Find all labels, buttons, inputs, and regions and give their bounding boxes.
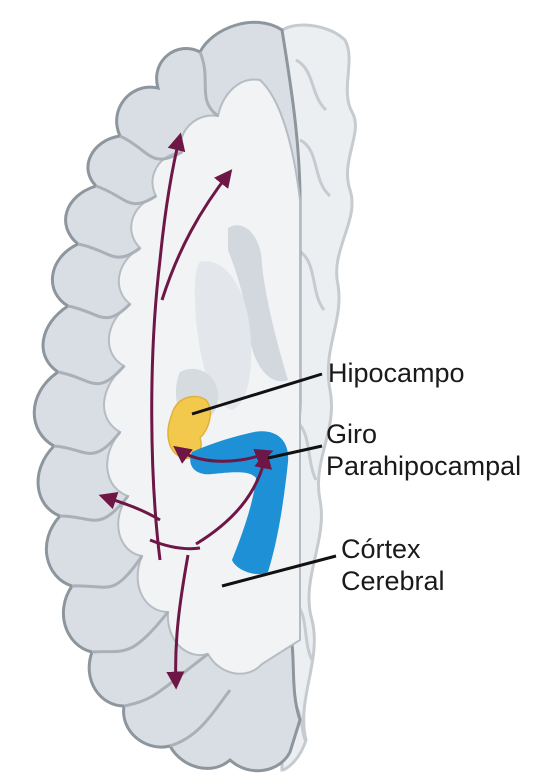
label-hippocampus: Hipocampo [328, 357, 465, 389]
label-parahippocampal-line2: Parahipocampal [326, 450, 521, 482]
label-parahippocampal-line1: Giro [326, 418, 521, 450]
label-cortex-line2: Cerebral [341, 565, 445, 597]
label-parahippocampal-gyrus: Giro Parahipocampal [326, 418, 521, 482]
label-cortex-line1: Córtex [341, 533, 445, 565]
label-cerebral-cortex: Córtex Cerebral [341, 533, 445, 597]
